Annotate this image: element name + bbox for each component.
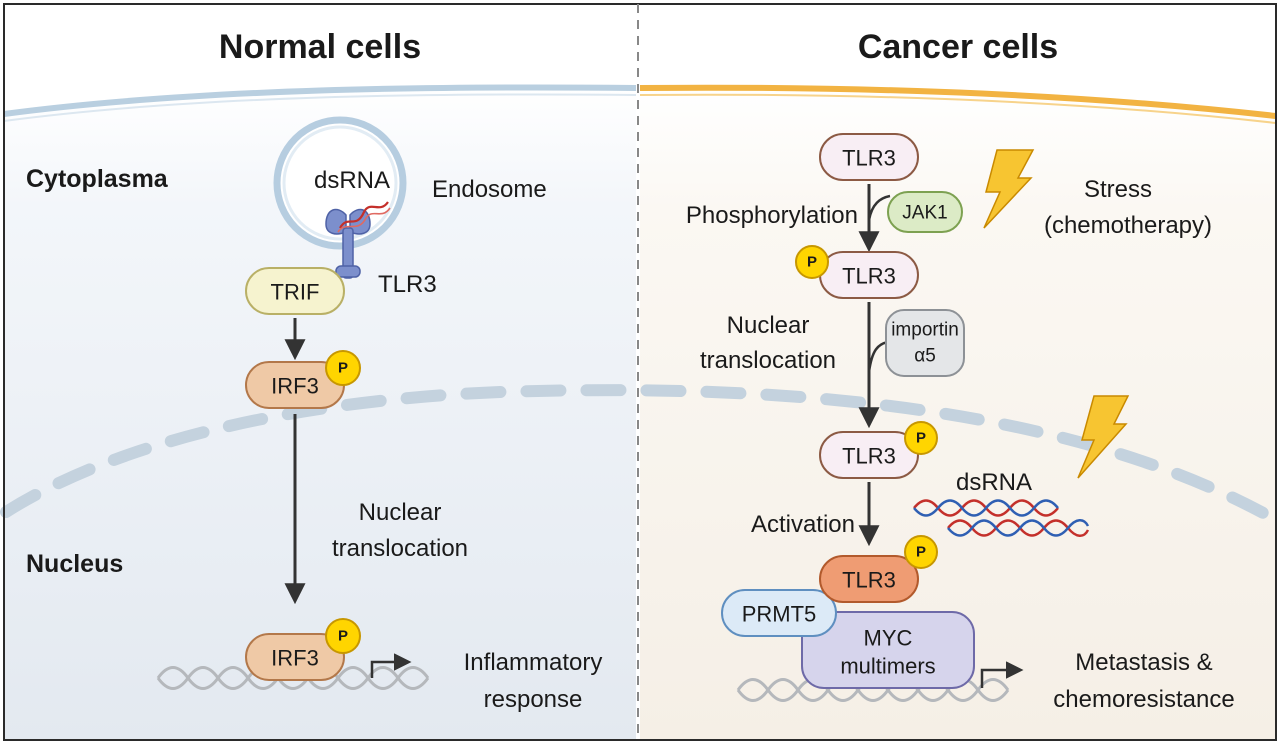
- irf3-label: IRF3: [271, 374, 319, 399]
- dsrna-helix-icon: [913, 499, 1090, 537]
- endosome-label: Endosome: [432, 176, 547, 203]
- lightning-bolt-icon: [1077, 395, 1130, 479]
- transcription-arrow: [980, 661, 1024, 688]
- jak1-node: [887, 191, 963, 233]
- myc-line1: MYC: [864, 626, 913, 651]
- dsrna-label: dsRNA: [314, 167, 390, 194]
- trif-node: [245, 267, 345, 315]
- tlr3-active-label: TLR3: [842, 568, 896, 593]
- tlr3-node: [819, 133, 919, 181]
- cancer-translocation-line2: translocation: [700, 347, 836, 374]
- phospho-badge-icon: [325, 350, 361, 386]
- tlr3-phospho-label: TLR3: [842, 264, 896, 289]
- cytoplasm-label: Cytoplasma: [26, 165, 169, 193]
- response-line1: Inflammatory: [464, 649, 603, 676]
- phosphorylation-label: Phosphorylation: [686, 202, 858, 229]
- phospho-badge-label: P: [916, 430, 926, 447]
- prmt5-label: PRMT5: [742, 602, 817, 627]
- trif-label: TRIF: [271, 280, 320, 305]
- normal-cell-membrane: [3, 84, 637, 117]
- nucleus-label: Nucleus: [26, 550, 123, 578]
- response-line2: response: [484, 686, 583, 713]
- cancer-dsrna-label: dsRNA: [956, 469, 1032, 496]
- figure-border: [3, 3, 1277, 741]
- tlr3-label: TLR3: [378, 271, 437, 298]
- normal-cells-title: Normal cells: [219, 28, 421, 66]
- phospho-badge-label: P: [807, 254, 817, 271]
- outcome-line1: Metastasis &: [1075, 649, 1212, 676]
- activation-label: Activation: [751, 511, 855, 538]
- translocation-line1: Nuclear: [359, 499, 442, 526]
- myc-line2: multimers: [840, 654, 935, 679]
- phospho-badge-label: P: [338, 360, 348, 377]
- tlr3-top-label: TLR3: [842, 146, 896, 171]
- phospho-badge-icon: [795, 245, 829, 279]
- irf3-nuclear-node: [245, 633, 345, 681]
- cancer-cells-title: Cancer cells: [858, 28, 1058, 66]
- transcription-arrow: [370, 653, 412, 678]
- lightning-bolt-icon: [983, 149, 1035, 229]
- nuclear-envelope: [0, 384, 1280, 526]
- phospho-badge-icon: [904, 421, 938, 455]
- tlr3-nuclear-label: TLR3: [842, 444, 896, 469]
- prmt5-node: [721, 589, 837, 637]
- outcome-line2: chemoresistance: [1053, 686, 1234, 713]
- jak1-label: JAK1: [902, 203, 947, 224]
- cancer-cell-membrane: [639, 84, 1277, 119]
- importin-line2: α5: [914, 346, 936, 367]
- irf3-nuclear-label: IRF3: [271, 646, 319, 671]
- phospho-badge-icon: [325, 618, 361, 654]
- stress-line1: Stress: [1084, 176, 1152, 203]
- phospho-badge-label: P: [916, 544, 926, 561]
- tlr3-receptor-icon: [325, 208, 371, 279]
- myc-multimers-node: [801, 611, 975, 689]
- cancer-translocation-line1: Nuclear: [727, 312, 810, 339]
- importin-node: [885, 309, 965, 377]
- tlr3-active-node: [819, 555, 919, 603]
- translocation-line2: translocation: [332, 535, 468, 562]
- tlr3-nuclear-node: [819, 431, 919, 479]
- phospho-badge-icon: [904, 535, 938, 569]
- stress-line2: (chemotherapy): [1044, 212, 1212, 239]
- dsrna-strand-icon: [339, 201, 389, 229]
- phospho-badge-label: P: [338, 628, 348, 645]
- importin-line1: importin: [891, 320, 959, 341]
